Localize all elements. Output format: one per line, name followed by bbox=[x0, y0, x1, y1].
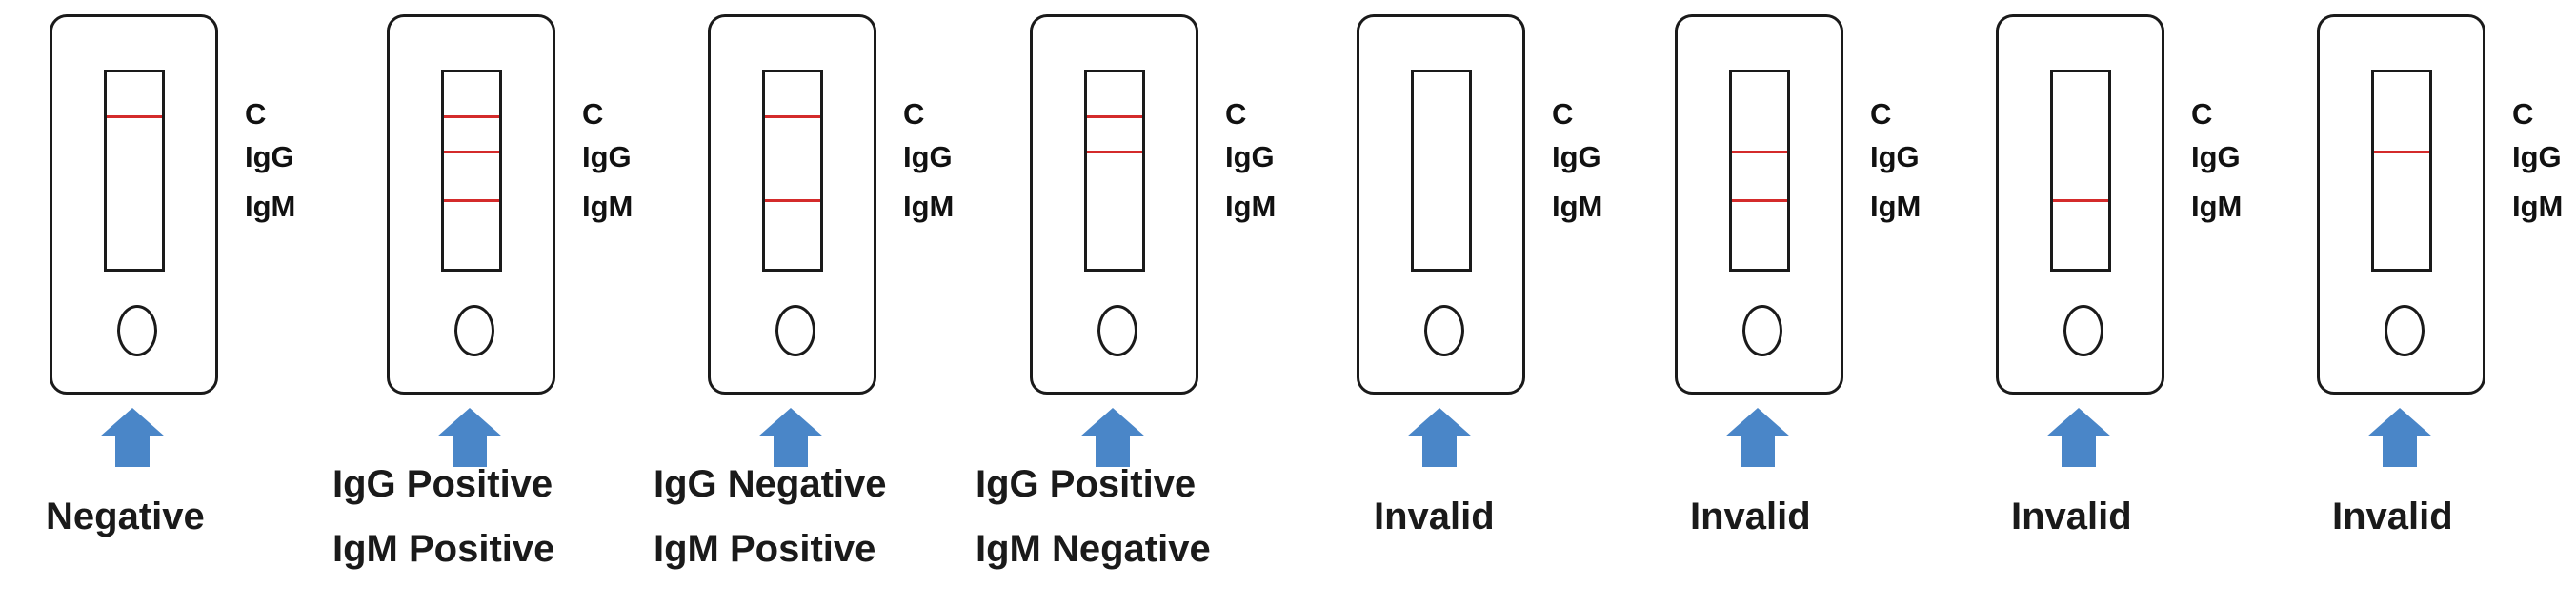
test-cassette bbox=[1996, 14, 2164, 395]
c-band-line bbox=[1087, 115, 1142, 118]
igg-result-label: IgG Positive bbox=[976, 463, 1197, 505]
test-panel-1: C IgG IgM Negative bbox=[46, 0, 370, 608]
test-cassette bbox=[1357, 14, 1525, 395]
igm-band-line bbox=[1732, 199, 1787, 202]
igm-line-label: IgM bbox=[1870, 190, 1922, 223]
result-window bbox=[1411, 70, 1472, 272]
c-line-label: C bbox=[2512, 97, 2534, 131]
igg-line-label: IgG bbox=[1225, 140, 1275, 173]
igm-band-line bbox=[2053, 199, 2108, 202]
igg-line-label: IgG bbox=[582, 140, 632, 173]
test-cassette bbox=[50, 14, 218, 395]
igg-line-label: IgG bbox=[1870, 140, 1920, 173]
c-line-label: C bbox=[1870, 97, 1892, 131]
igm-line-label: IgM bbox=[1552, 190, 1603, 223]
result-window bbox=[1084, 70, 1145, 272]
sample-well bbox=[1742, 305, 1782, 356]
igg-line-label: IgG bbox=[903, 140, 953, 173]
sample-well bbox=[2063, 305, 2103, 356]
c-line-label: C bbox=[2191, 97, 2213, 131]
up-arrow-icon bbox=[2367, 408, 2432, 467]
up-arrow-icon bbox=[1407, 408, 1472, 467]
test-panel-6: C IgG IgM Invalid bbox=[1675, 0, 1995, 608]
result-window bbox=[441, 70, 502, 272]
c-band-line bbox=[107, 115, 162, 118]
sample-well bbox=[775, 305, 815, 356]
igm-line-label: IgM bbox=[2191, 190, 2243, 223]
igg-band-line bbox=[444, 151, 499, 153]
c-line-label: C bbox=[903, 97, 925, 131]
result-label: Invalid bbox=[1374, 496, 1495, 537]
sample-well bbox=[117, 305, 157, 356]
up-arrow-icon bbox=[1725, 408, 1790, 467]
test-cassette bbox=[387, 14, 555, 395]
result-label: Invalid bbox=[2332, 496, 2453, 537]
test-panel-7: C IgG IgM Invalid bbox=[1996, 0, 2316, 608]
test-cassette bbox=[2317, 14, 2485, 395]
up-arrow-icon bbox=[1080, 408, 1145, 467]
igm-band-line bbox=[444, 199, 499, 202]
c-line-label: C bbox=[245, 97, 267, 131]
result-window bbox=[762, 70, 823, 272]
up-arrow-icon bbox=[758, 408, 823, 467]
up-arrow-icon bbox=[2046, 408, 2111, 467]
igg-result-label: IgG Negative bbox=[654, 463, 887, 505]
igg-band-line bbox=[1087, 151, 1142, 153]
sample-well bbox=[1424, 305, 1464, 356]
igm-line-label: IgM bbox=[2512, 190, 2564, 223]
c-line-label: C bbox=[1225, 97, 1247, 131]
igg-line-label: IgG bbox=[245, 140, 294, 173]
igm-band-line bbox=[765, 199, 820, 202]
result-window bbox=[1729, 70, 1790, 272]
igm-result-label: IgM Negative bbox=[976, 528, 1211, 570]
up-arrow-icon bbox=[437, 408, 502, 467]
igm-result-label: IgM Positive bbox=[654, 528, 876, 570]
test-panel-8: C IgG IgM Invalid bbox=[2317, 0, 2576, 608]
sample-well bbox=[454, 305, 494, 356]
igm-line-label: IgM bbox=[582, 190, 634, 223]
up-arrow-icon bbox=[100, 408, 165, 467]
test-cassette bbox=[1030, 14, 1198, 395]
igg-result-label: IgG Positive bbox=[332, 463, 553, 505]
igm-line-label: IgM bbox=[903, 190, 955, 223]
igm-result-label: IgM Positive bbox=[332, 528, 555, 570]
sample-well bbox=[1097, 305, 1137, 356]
igg-band-line bbox=[1732, 151, 1787, 153]
c-line-label: C bbox=[582, 97, 604, 131]
result-window bbox=[2371, 70, 2432, 272]
test-cassette bbox=[1675, 14, 1843, 395]
result-window bbox=[104, 70, 165, 272]
result-label: Invalid bbox=[1690, 496, 1811, 537]
test-panel-5: C IgG IgM Invalid bbox=[1357, 0, 1677, 608]
result-label: Invalid bbox=[2011, 496, 2132, 537]
igm-line-label: IgM bbox=[245, 190, 296, 223]
igg-line-label: IgG bbox=[2191, 140, 2241, 173]
igg-band-line bbox=[2374, 151, 2429, 153]
igg-line-label: IgG bbox=[2512, 140, 2562, 173]
result-label: Negative bbox=[46, 496, 205, 537]
sample-well bbox=[2385, 305, 2425, 356]
igm-line-label: IgM bbox=[1225, 190, 1277, 223]
c-band-line bbox=[765, 115, 820, 118]
c-line-label: C bbox=[1552, 97, 1574, 131]
igg-line-label: IgG bbox=[1552, 140, 1601, 173]
result-window bbox=[2050, 70, 2111, 272]
test-cassette bbox=[708, 14, 876, 395]
c-band-line bbox=[444, 115, 499, 118]
